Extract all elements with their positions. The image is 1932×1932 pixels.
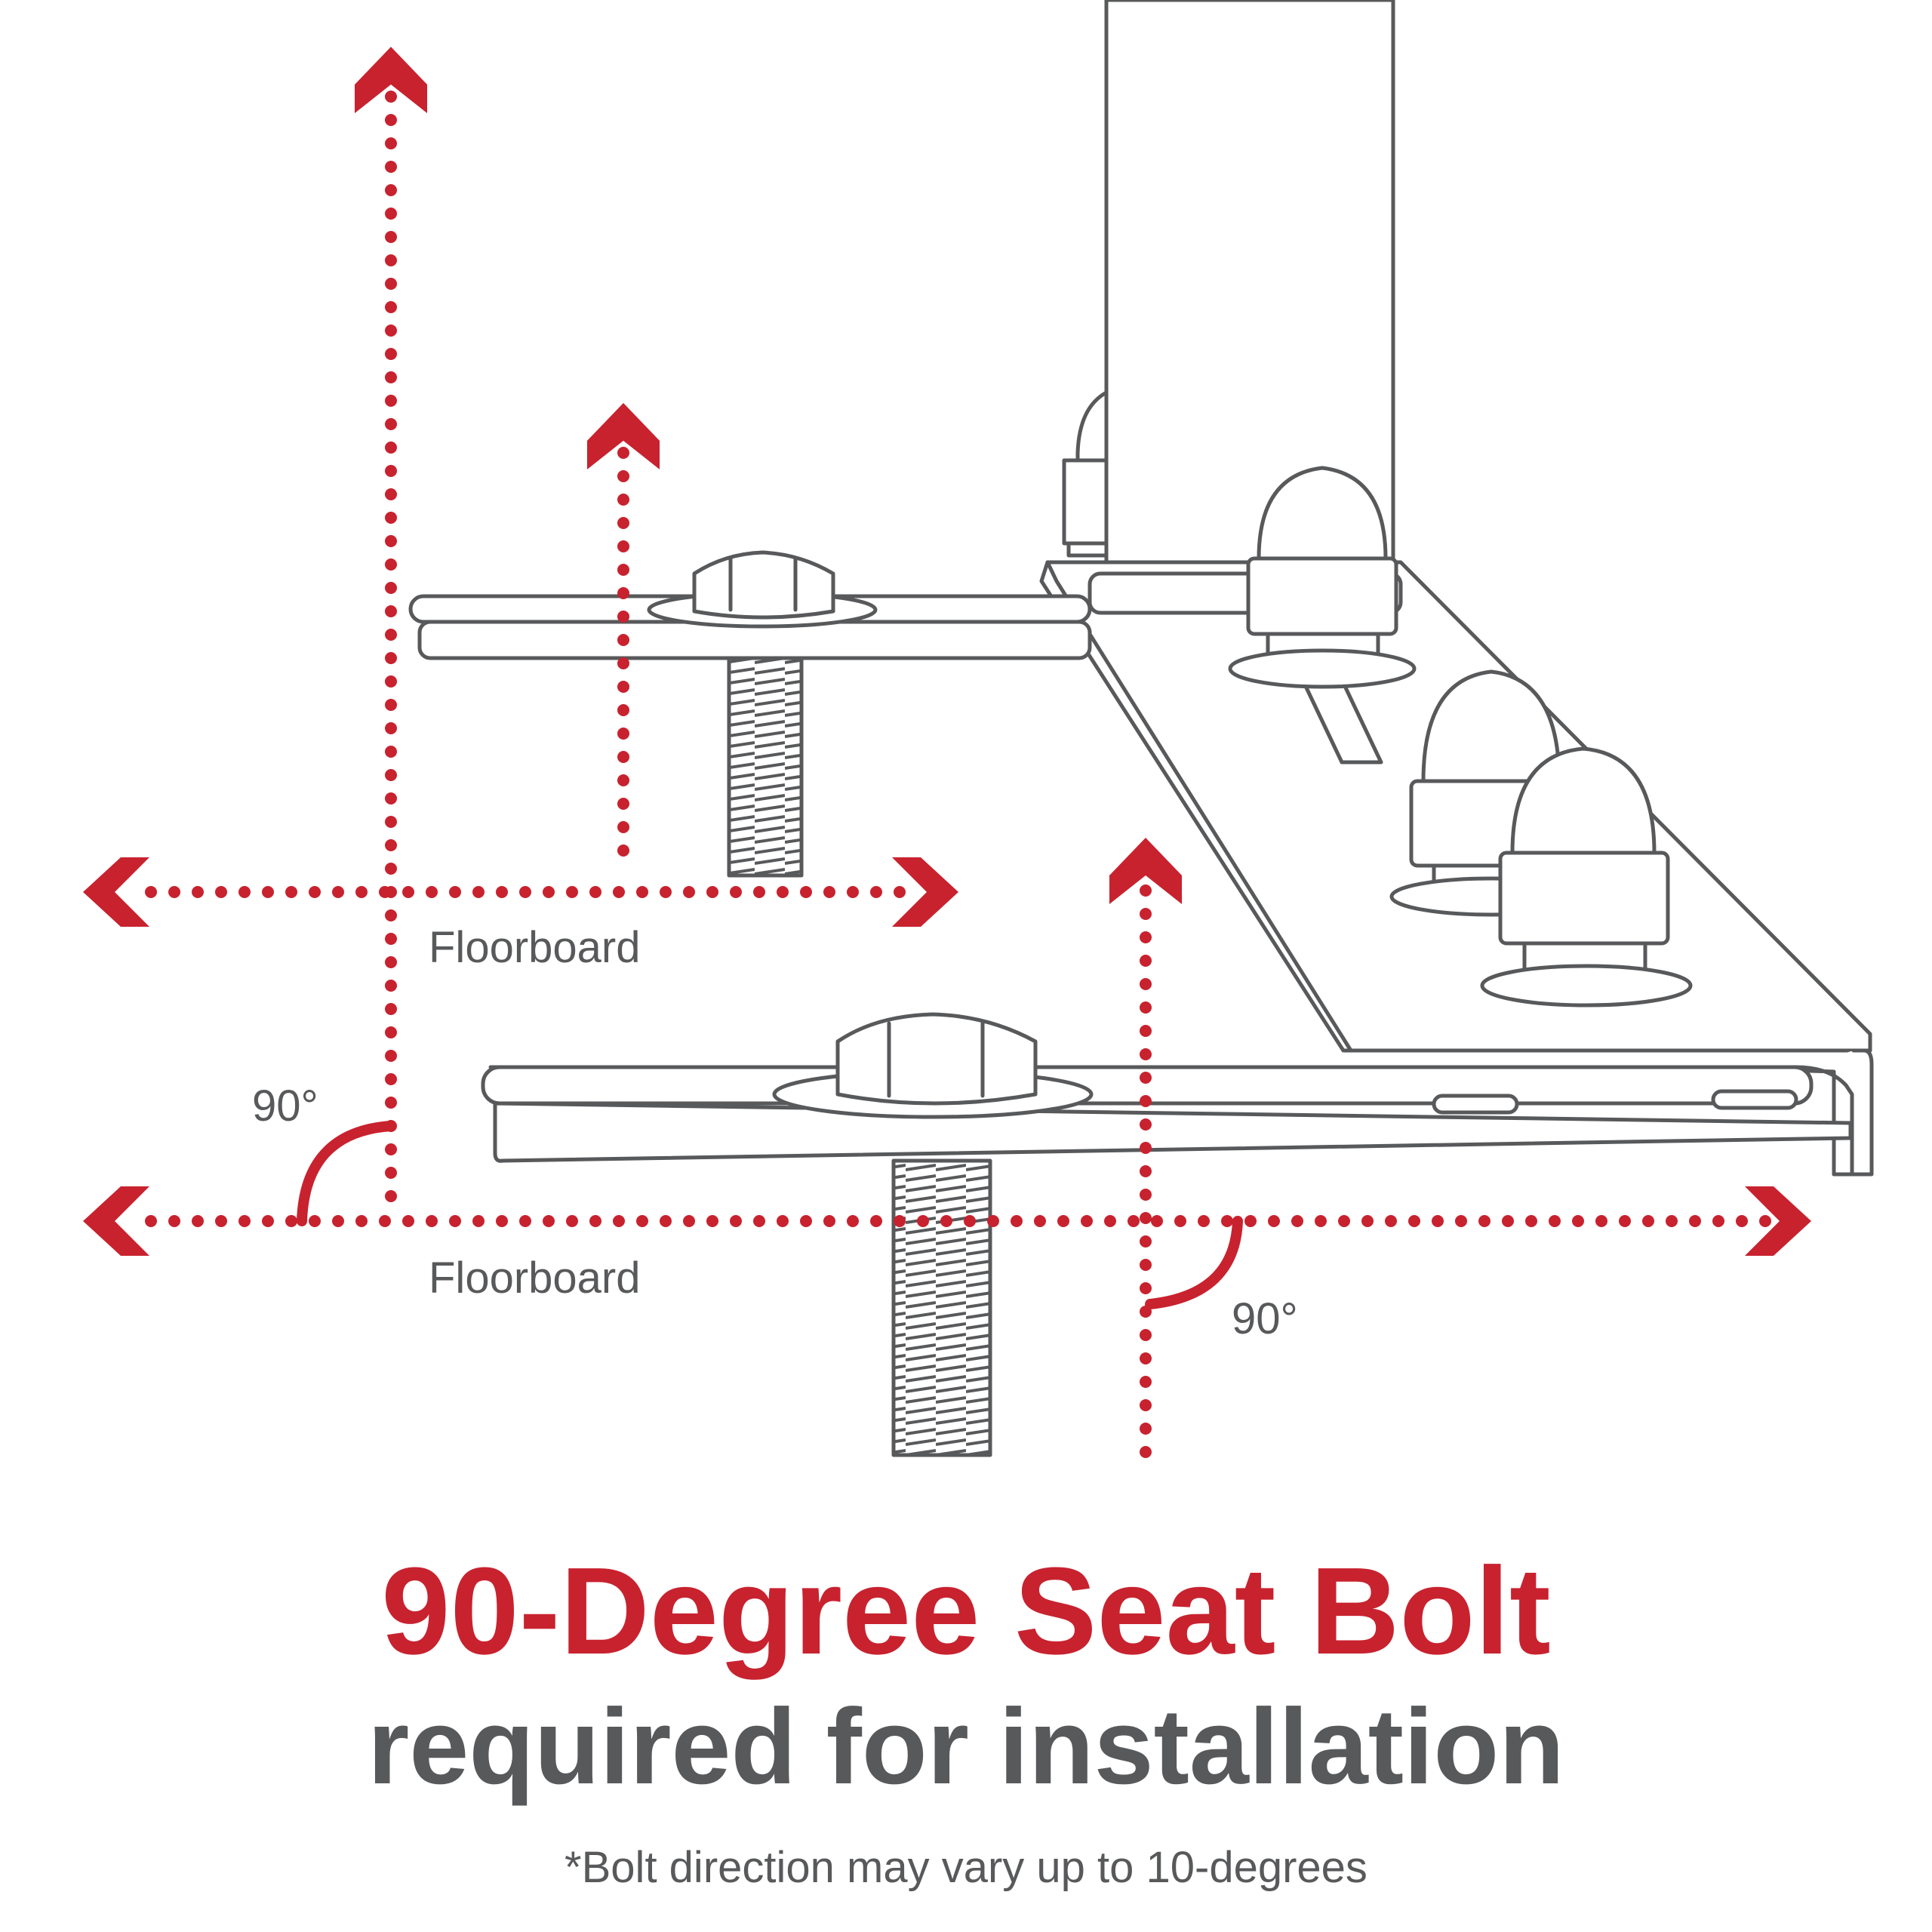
page-title: 90-Degree Seat Bolt: [381, 1542, 1551, 1680]
arrowhead-icon: [1109, 838, 1182, 904]
floorboard-label-lower: Floorboard: [429, 1254, 641, 1303]
angle-label-left: 90°: [252, 1081, 318, 1131]
acorn-nut-icon: [1480, 746, 1693, 1008]
acorn-nut-icon: [1062, 390, 1109, 558]
hex-bolt-icon: [835, 1012, 1038, 1106]
lower-bolt-shaft: [891, 1158, 992, 1457]
arrowhead-icon: [83, 1186, 149, 1256]
footnote: *Bolt direction may vary up to 10-degree…: [565, 1843, 1367, 1892]
arrowhead-icon: [1745, 1186, 1811, 1256]
acorn-nut-icon: [1228, 466, 1417, 689]
angle-arc-left: [297, 1121, 396, 1226]
arrowhead-icon: [587, 403, 660, 469]
hex-bolt-icon: [692, 550, 835, 620]
lower-floorboard-plate: [481, 1048, 1874, 1177]
angle-arc-right: [1145, 1216, 1243, 1309]
upper-bolt-shaft: [727, 656, 804, 878]
arrowhead-icon: [355, 47, 427, 113]
floorboard-label-upper: Floorboard: [429, 923, 641, 972]
page-subtitle: required for installation: [368, 1687, 1564, 1807]
arrowhead-icon: [83, 857, 149, 927]
arrowhead-icon: [892, 857, 958, 927]
angle-label-right: 90°: [1232, 1294, 1298, 1343]
